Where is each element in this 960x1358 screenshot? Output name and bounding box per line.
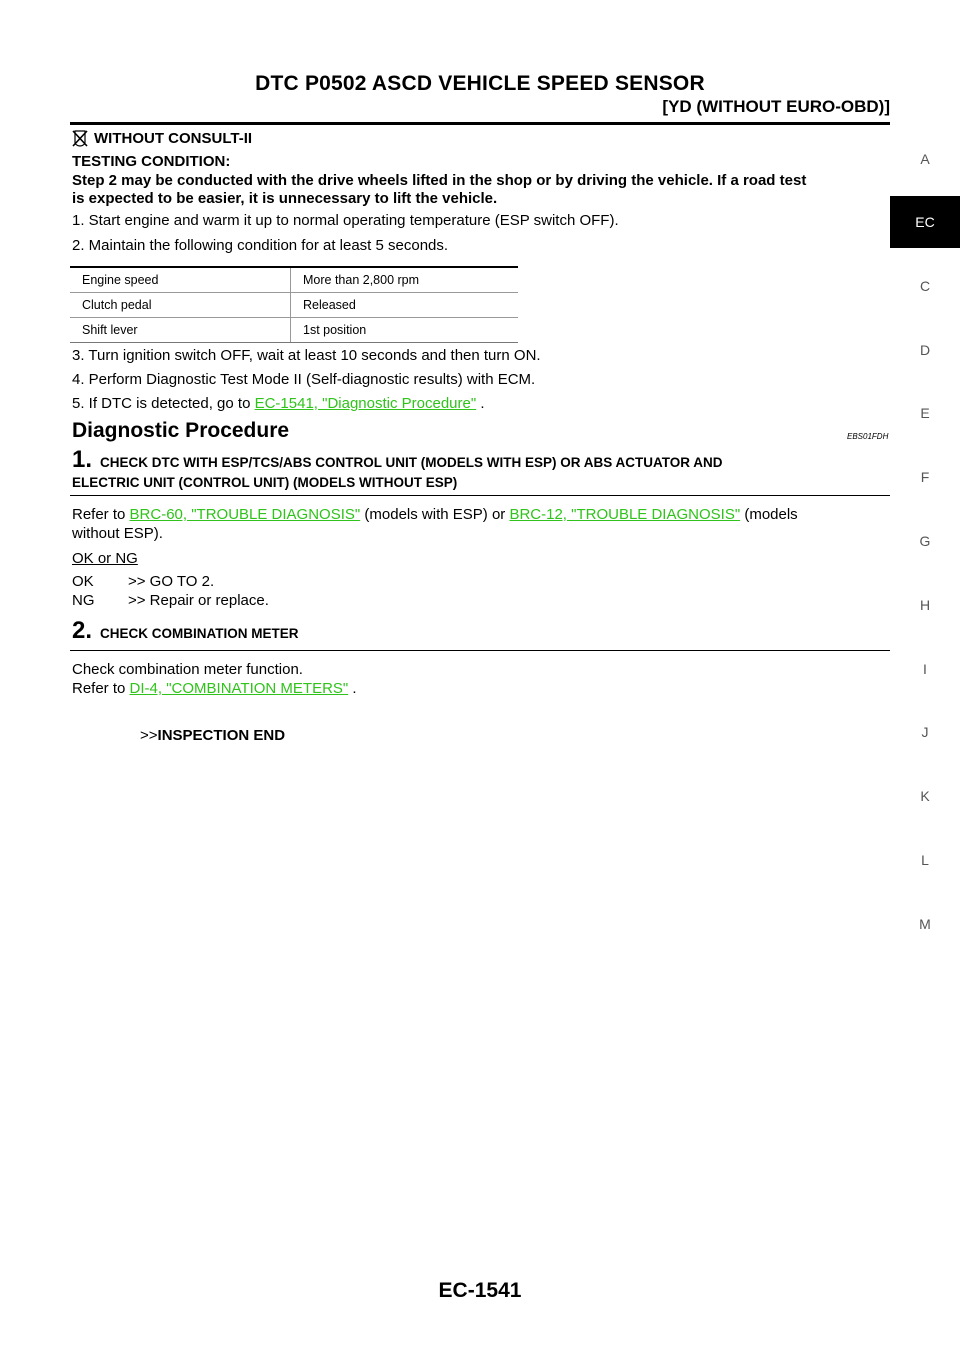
tab-m[interactable]: M bbox=[919, 916, 931, 932]
table-cell: Released bbox=[290, 292, 518, 318]
table-row: Shift lever 1st position bbox=[70, 317, 518, 343]
ok-label: OK bbox=[72, 573, 94, 590]
refer-tail: (models bbox=[740, 506, 798, 523]
step-2: 2. Maintain the following condition for … bbox=[72, 237, 449, 254]
page-title: DTC P0502 ASCD VEHICLE SPEED SENSOR bbox=[255, 72, 705, 95]
step-4: 4. Perform Diagnostic Test Mode II (Self… bbox=[72, 371, 536, 388]
table-cell: More than 2,800 rpm bbox=[290, 266, 518, 293]
testing-condition-text-2: is expected to be easier, it is unnecess… bbox=[72, 190, 498, 207]
condition-table: Engine speed More than 2,800 rpm Clutch … bbox=[70, 266, 518, 343]
refer-text: Refer to bbox=[72, 506, 130, 523]
ok-action: >> GO TO 2. bbox=[128, 573, 215, 590]
tab-h[interactable]: H bbox=[919, 597, 931, 613]
step-title: CHECK COMBINATION METER bbox=[100, 626, 299, 641]
table-row: Clutch pedal Released bbox=[70, 292, 518, 318]
without-consult-heading: WITHOUT CONSULT-II bbox=[72, 129, 252, 147]
step-5-suffix: . bbox=[476, 395, 485, 412]
end-arrow: >> bbox=[140, 727, 158, 744]
tab-j[interactable]: J bbox=[921, 724, 929, 740]
refer-text: Refer to bbox=[72, 680, 130, 697]
step-2-heading: 2. CHECK COMBINATION METER bbox=[72, 617, 299, 645]
step-3: 3. Turn ignition switch OFF, wait at lea… bbox=[72, 347, 541, 364]
table-cell: Shift lever bbox=[70, 317, 291, 343]
table-cell: Engine speed bbox=[70, 266, 291, 293]
tab-k[interactable]: K bbox=[920, 788, 930, 804]
tab-a[interactable]: A bbox=[920, 151, 930, 167]
step-1-refer-cont: without ESP). bbox=[72, 525, 163, 542]
tab-d[interactable]: D bbox=[919, 342, 931, 358]
page-number: EC-1541 bbox=[438, 1279, 522, 1302]
table-row: Engine speed More than 2,800 rpm bbox=[70, 266, 518, 293]
brc-12-link[interactable]: BRC-12, "TROUBLE DIAGNOSIS" bbox=[509, 506, 741, 523]
header-rule bbox=[70, 122, 890, 125]
inspection-end: >>INSPECTION END bbox=[140, 726, 285, 745]
diagnostic-procedure-link[interactable]: EC-1541, "Diagnostic Procedure" bbox=[254, 395, 477, 412]
table-cell: 1st position bbox=[290, 317, 518, 343]
di-4-link[interactable]: DI-4, "COMBINATION METERS" bbox=[129, 680, 349, 697]
tab-i[interactable]: I bbox=[923, 661, 927, 677]
refer-suffix: . bbox=[348, 680, 357, 697]
table-cell: Clutch pedal bbox=[70, 292, 291, 318]
step-1-heading: 1. CHECK DTC WITH ESP/TCS/ABS CONTROL UN… bbox=[72, 446, 723, 474]
step-2-refer: Refer to DI-4, "COMBINATION METERS" . bbox=[72, 679, 357, 698]
step-title-cont: ELECTRIC UNIT (CONTROL UNIT) (MODELS WIT… bbox=[72, 475, 458, 490]
testing-condition-text-1: Step 2 may be conducted with the drive w… bbox=[72, 172, 807, 189]
section-heading: Diagnostic Procedure bbox=[72, 419, 290, 442]
without-consult-label: WITHOUT CONSULT-II bbox=[94, 129, 253, 147]
tab-c[interactable]: C bbox=[919, 278, 931, 294]
divider bbox=[70, 650, 890, 651]
end-text: INSPECTION END bbox=[157, 727, 286, 744]
ng-action: >> Repair or replace. bbox=[128, 592, 269, 609]
tab-l[interactable]: L bbox=[921, 852, 929, 868]
ng-label: NG bbox=[72, 592, 95, 609]
step-1-refer: Refer to BRC-60, "TROUBLE DIAGNOSIS" (mo… bbox=[72, 505, 798, 524]
refer-mid: (models with ESP) or bbox=[360, 506, 510, 523]
step-5: 5. If DTC is detected, go to EC-1541, "D… bbox=[72, 394, 485, 413]
page-subtitle: [YD (WITHOUT EURO-OBD)] bbox=[662, 97, 890, 116]
step-title: CHECK DTC WITH ESP/TCS/ABS CONTROL UNIT … bbox=[100, 455, 723, 470]
tab-e[interactable]: E bbox=[920, 405, 930, 421]
brc-60-link[interactable]: BRC-60, "TROUBLE DIAGNOSIS" bbox=[129, 506, 361, 523]
testing-condition-label: TESTING CONDITION: bbox=[72, 153, 231, 170]
tab-ec[interactable]: EC bbox=[890, 196, 960, 248]
divider bbox=[70, 495, 890, 496]
tab-f[interactable]: F bbox=[920, 469, 930, 485]
step-1: 1. Start engine and warm it up to normal… bbox=[72, 212, 619, 229]
step-5-prefix: 5. If DTC is detected, go to bbox=[72, 395, 255, 412]
ok-ng-label: OK or NG bbox=[72, 550, 138, 567]
step-number: 1. bbox=[72, 446, 93, 473]
section-code: EBS01FDH bbox=[847, 432, 889, 441]
no-consult-icon bbox=[72, 130, 88, 147]
step-number: 2. bbox=[72, 617, 93, 644]
tab-g[interactable]: G bbox=[919, 533, 931, 549]
step-2-text: Check combination meter function. bbox=[72, 661, 303, 678]
